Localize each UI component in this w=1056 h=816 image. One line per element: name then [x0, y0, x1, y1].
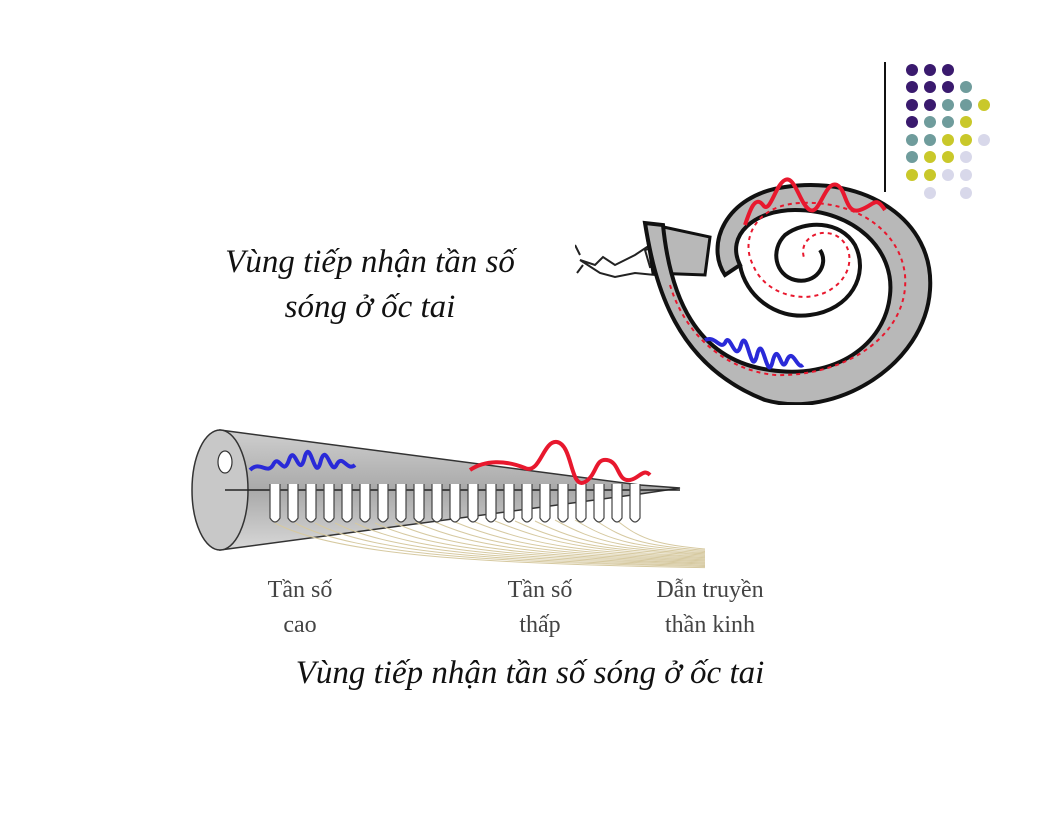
label-nerve-conduction-line1: Dẫn truyền — [656, 577, 764, 603]
dot-row-1 — [906, 64, 954, 76]
decorative-divider — [884, 62, 886, 192]
unrolled-cochlea-illustration — [191, 429, 705, 569]
nerve-fibers — [274, 518, 705, 569]
figure-caption: Vùng tiếp nhận tần số sóng ở ốc tai — [295, 655, 765, 691]
title-line-2: sóng ở ốc tai — [284, 289, 456, 325]
label-high-frequency: Tần số cao — [240, 573, 360, 643]
low-frequency-wave-cone — [468, 440, 652, 485]
label-nerve-conduction-line2: thần kinh — [665, 612, 755, 638]
dot-row-6 — [906, 151, 972, 163]
dot-row-8 — [924, 187, 972, 199]
label-high-frequency-line2: cao — [283, 612, 317, 638]
dot-row-7 — [906, 169, 972, 181]
hair-cells — [269, 484, 641, 523]
dot-row-5 — [906, 134, 990, 146]
oval-window — [217, 450, 233, 474]
cochlea-spiral-illustration — [575, 177, 933, 405]
dot-row-2 — [906, 81, 972, 93]
label-high-frequency-line1: Tần số — [267, 577, 333, 603]
slide-title: Vùng tiếp nhận tần số sóng ở ốc tai — [180, 240, 560, 330]
high-frequency-wave-cone — [248, 450, 357, 472]
cochlea-inner-spiral — [738, 222, 862, 318]
dot-row-3 — [906, 99, 990, 111]
signal-path-dotted — [669, 201, 907, 377]
label-nerve-conduction: Dẫn truyền thần kinh — [630, 573, 790, 643]
label-low-frequency-line2: thấp — [519, 612, 561, 638]
label-low-frequency-line1: Tần số — [507, 577, 573, 603]
dot-row-4 — [906, 116, 972, 128]
high-frequency-wave — [704, 336, 805, 370]
title-line-1: Vùng tiếp nhận tần số — [225, 244, 515, 280]
low-frequency-wave — [743, 177, 887, 226]
decorative-dot-grid — [906, 64, 990, 199]
label-low-frequency: Tần số thấp — [480, 573, 600, 643]
cochlea-outer-wall — [642, 183, 933, 405]
